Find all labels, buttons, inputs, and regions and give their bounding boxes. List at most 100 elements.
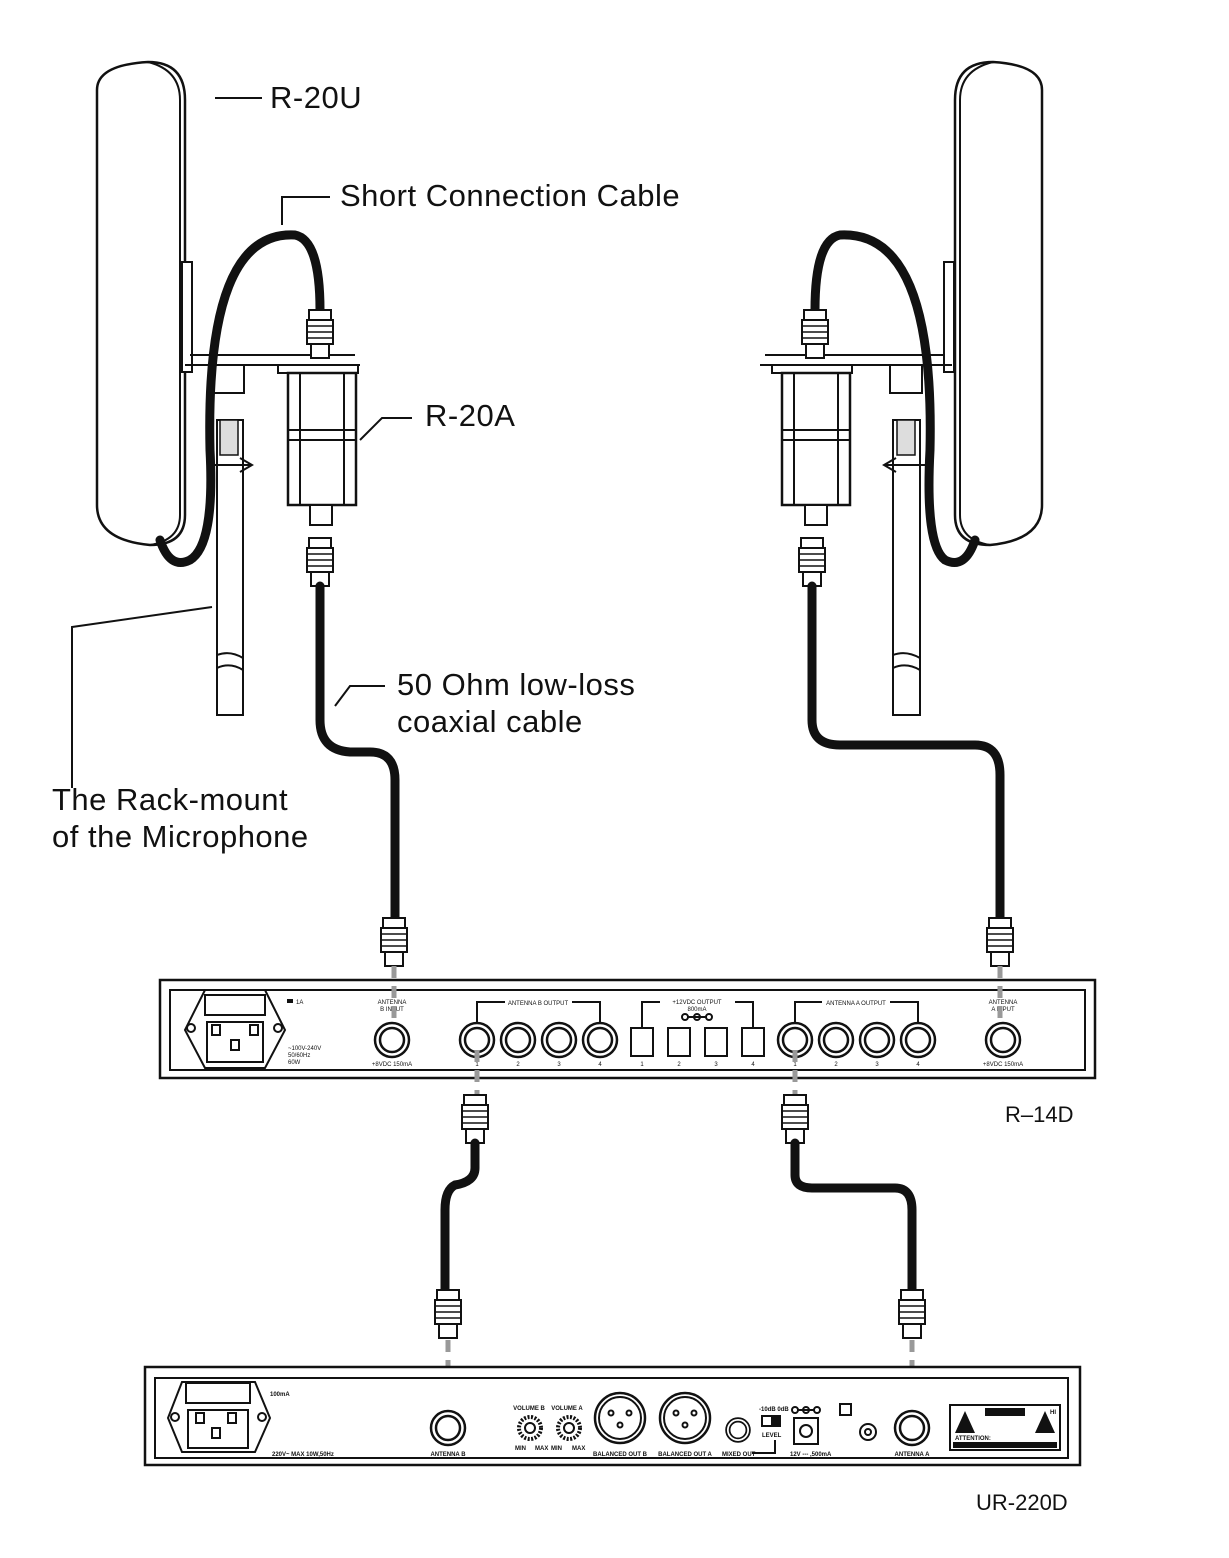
balanced-out-a-label: BALANCED OUT A (658, 1452, 712, 1458)
polarity-icon (791, 1406, 821, 1414)
fuse-rating: 1A (296, 1000, 303, 1006)
label-coax-line2: coaxial cable (397, 704, 583, 739)
warning-label: ATTENTION: HI (949, 1404, 1061, 1451)
max-label: MAX (535, 1446, 548, 1452)
max-label: MAX (572, 1446, 585, 1452)
dc-output-label: +12VDC OUTPUT (672, 1000, 722, 1006)
antenna-b-input-spec: +8VDC 150mA (372, 1062, 412, 1068)
balanced-out-b-label: BALANCED OUT B (593, 1452, 648, 1458)
port-number: 2 (677, 1062, 681, 1068)
ur220d-rear-panel: 100mA 220V~ MAX 10W,50Hz ANTENNA B VOLUM… (143, 1365, 1082, 1467)
bnc-connector (781, 1094, 809, 1144)
mixed-out-jack[interactable] (725, 1417, 751, 1443)
antenna-a-input-spec: +8VDC 150mA (983, 1062, 1023, 1068)
dc-spec: 12V --- ,500mA (790, 1452, 832, 1458)
xlr-balanced-out-b[interactable] (593, 1391, 647, 1445)
antenna-a-label: ANTENNA A (895, 1452, 931, 1458)
r20a-amplifier-left (277, 309, 359, 526)
dc-output-3[interactable] (704, 1027, 728, 1057)
level-label: LEVEL (762, 1433, 782, 1439)
coax-cable-left (315, 581, 400, 925)
antenna-a-output-4[interactable] (899, 1021, 937, 1059)
bnc-connector (461, 1094, 489, 1144)
port-number: 4 (751, 1062, 755, 1068)
antenna-a-input-jack[interactable] (984, 1021, 1022, 1059)
callouts: R-20U Short Connection Cable R-20A 50 Oh… (52, 80, 1073, 1515)
label-rack-mount-line2: of the Microphone (52, 819, 309, 854)
coax-cable-right (807, 581, 1005, 925)
bnc-connector (986, 917, 1014, 967)
antenna-b-output-2[interactable] (499, 1021, 537, 1059)
attention-text: ATTENTION: (955, 1436, 991, 1442)
mixed-out-label: MIXED OUT (722, 1452, 756, 1458)
antenna-r20u-left (95, 60, 360, 716)
label-rack-mount-line1: The Rack-mount (52, 782, 288, 817)
port-number: 4 (598, 1062, 602, 1068)
r14d-rear-panel: 1A ~100V-240V 50/60Hz 60W ANTENNA B INPU… (158, 978, 1097, 1080)
label-short-connection-cable: Short Connection Cable (340, 178, 680, 213)
antenna-a-input-label: ANTENNA (989, 1000, 1018, 1006)
bnc-connector (380, 917, 408, 967)
label-r20u: R-20U (270, 80, 362, 115)
coax-cable-lower-left (440, 1138, 480, 1295)
antenna-a-output-3[interactable] (858, 1021, 896, 1059)
short-connection-cable-left (155, 230, 325, 567)
warning-mark: HI (1050, 1410, 1056, 1416)
label-r14d: R–14D (1005, 1102, 1073, 1127)
antenna-b-output-4[interactable] (581, 1021, 619, 1059)
power-inlet (183, 989, 287, 1069)
port-number: 2 (834, 1062, 838, 1068)
antenna-a-jack[interactable] (893, 1409, 931, 1447)
antenna-b-input-jack[interactable] (373, 1021, 411, 1059)
dc-output-4[interactable] (741, 1027, 765, 1057)
connection-guide (391, 966, 1003, 1095)
power-spec: 60W (288, 1060, 301, 1066)
port-number: 3 (875, 1062, 879, 1068)
dc-output-1[interactable] (630, 1027, 654, 1057)
volume-b-label: VOLUME B (513, 1406, 545, 1412)
min-label: MIN (551, 1446, 562, 1452)
volume-a-knob[interactable] (556, 1415, 582, 1441)
antenna-a-output-label: ANTENNA A OUTPUT (826, 1001, 886, 1007)
port-number: 4 (916, 1062, 920, 1068)
label-r20a: R-20A (425, 398, 515, 433)
label-coax-line1: 50 Ohm low-loss (397, 667, 635, 702)
port-number: 3 (557, 1062, 561, 1068)
bnc-connector (898, 1289, 926, 1339)
antenna-b-output-3[interactable] (540, 1021, 578, 1059)
bnc-connector (306, 537, 334, 587)
fuse-rating: 100mA (270, 1392, 290, 1398)
port-number: 2 (516, 1062, 520, 1068)
dc-output-2[interactable] (667, 1027, 691, 1057)
volume-b-knob[interactable] (517, 1415, 543, 1441)
level-options: -10dB 0dB (759, 1407, 789, 1413)
xlr-balanced-out-a[interactable] (658, 1391, 712, 1445)
port-number: 3 (714, 1062, 718, 1068)
volume-a-label: VOLUME A (551, 1406, 583, 1412)
power-switch[interactable] (839, 1403, 852, 1416)
antenna-r20u-right (760, 60, 1044, 716)
antenna-b-jack[interactable] (429, 1409, 467, 1447)
bnc-connector (798, 537, 826, 587)
indicator-jack (859, 1423, 877, 1441)
power-spec: 220V~ MAX 10W,50Hz (272, 1452, 334, 1458)
r20a-amplifier-right (771, 309, 853, 526)
port-number: 1 (475, 1062, 479, 1068)
power-spec: 50/60Hz (288, 1053, 310, 1059)
port-number: 1 (793, 1062, 797, 1068)
dc-output-label: 800mA (687, 1007, 706, 1013)
coax-cable-lower-right (790, 1138, 917, 1295)
power-spec: ~100V-240V (288, 1046, 321, 1052)
antenna-a-output-2[interactable] (817, 1021, 855, 1059)
polarity-icon (681, 1013, 713, 1021)
short-connection-cable-right (810, 230, 980, 567)
port-number: 1 (640, 1062, 644, 1068)
power-inlet (166, 1381, 272, 1453)
min-label: MIN (515, 1446, 526, 1452)
antenna-a-input-label: A INPUT (991, 1007, 1015, 1013)
connection-guide (445, 1340, 915, 1405)
antenna-b-output-label: ANTENNA B OUTPUT (508, 1001, 569, 1007)
dc-input[interactable] (793, 1417, 819, 1445)
antenna-b-input-label: ANTENNA (378, 1000, 407, 1006)
